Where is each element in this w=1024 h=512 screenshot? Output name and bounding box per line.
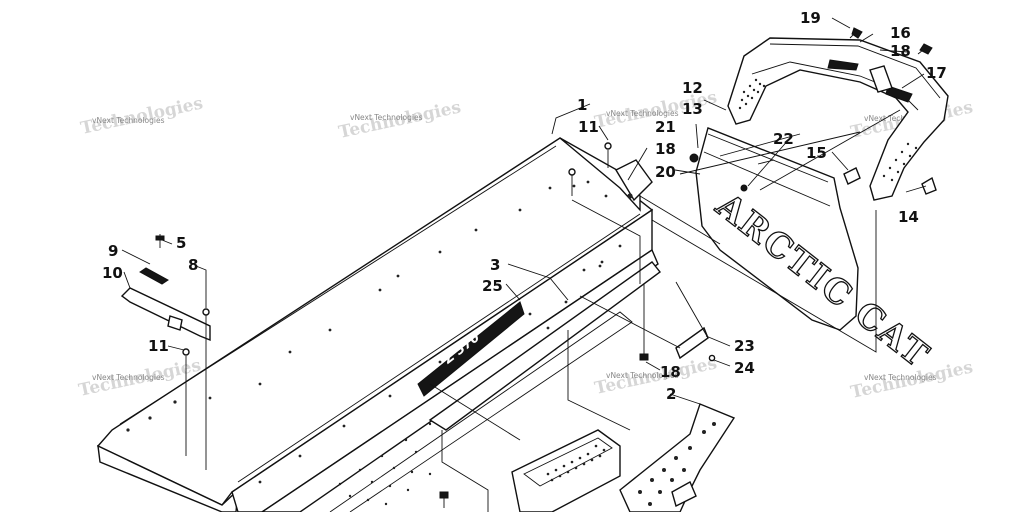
callout-25: 25 <box>482 277 503 295</box>
callout-19: 19 <box>800 9 821 27</box>
watermark-text: vNext Technologies <box>864 373 937 382</box>
bolt-part-18-lower <box>639 284 649 361</box>
watermark-text: vNext Technologies <box>606 371 679 380</box>
footrest-bracket-part-2 <box>619 403 736 512</box>
fastener-part-18-top <box>568 168 576 196</box>
callout-22: 22 <box>773 130 794 148</box>
step-pad <box>511 429 621 512</box>
callout-5: 5 <box>176 234 186 252</box>
strap-part-9 <box>139 267 169 285</box>
callout-21: 21 <box>655 118 676 136</box>
callout-11-top: 11 <box>578 118 599 136</box>
plate-part-23 <box>675 326 709 360</box>
callout-15: 15 <box>806 144 827 162</box>
callout-18-top: 18 <box>655 140 676 158</box>
callout-1: 1 <box>577 96 587 114</box>
callout-10: 10 <box>102 264 123 282</box>
nut-part-11-left <box>182 348 190 456</box>
callout-13: 13 <box>682 100 703 118</box>
watermark-text: vNext Technologies <box>606 109 679 118</box>
callout-18-bumper: 18 <box>890 42 911 60</box>
callout-24: 24 <box>734 359 755 377</box>
callout-9: 9 <box>108 242 118 260</box>
callout-3: 3 <box>490 256 500 274</box>
callout-labels: 1 11 18 20 21 22 12 13 15 14 19 16 18 17… <box>102 9 947 403</box>
leader-lines <box>121 17 927 512</box>
callout-16: 16 <box>890 24 911 42</box>
callout-8: 8 <box>188 256 198 274</box>
nut-part-22 <box>740 184 748 192</box>
side-rail-part-3 <box>428 261 662 431</box>
nut-part-21 <box>689 153 699 163</box>
nut-part-11-top <box>604 142 612 168</box>
clip-part-14 <box>921 176 937 195</box>
rivet-part-8 <box>202 308 210 470</box>
bumper-grip-pads <box>738 78 918 182</box>
watermark-text: vNext Technologies <box>92 373 165 382</box>
bolt-lower-left <box>439 491 449 508</box>
callout-20: 20 <box>655 163 676 181</box>
callout-11-left: 11 <box>148 337 169 355</box>
watermark-text: vNext Technologies <box>350 113 423 122</box>
callout-23: 23 <box>734 337 755 355</box>
screw-part-24 <box>708 354 716 362</box>
callout-18-lower: 18 <box>660 363 681 381</box>
bolt-part-5 <box>155 234 165 248</box>
tunnel-part-1 <box>96 137 659 512</box>
callout-14: 14 <box>898 208 919 226</box>
callout-17: 17 <box>926 64 947 82</box>
watermark-text: vNext Technologies <box>864 114 937 123</box>
callout-2: 2 <box>666 385 676 403</box>
bolt-part-19 <box>849 27 863 39</box>
rear-bumper-part-17 <box>727 37 949 201</box>
fastener-part-18-mid <box>615 159 653 202</box>
callout-12: 12 <box>682 79 703 97</box>
bracket-part-10 <box>120 287 211 342</box>
watermark-text: vNext Technologies <box>92 116 165 125</box>
bolt-part-18-bumper <box>917 43 933 55</box>
clip-part-15 <box>843 167 861 185</box>
